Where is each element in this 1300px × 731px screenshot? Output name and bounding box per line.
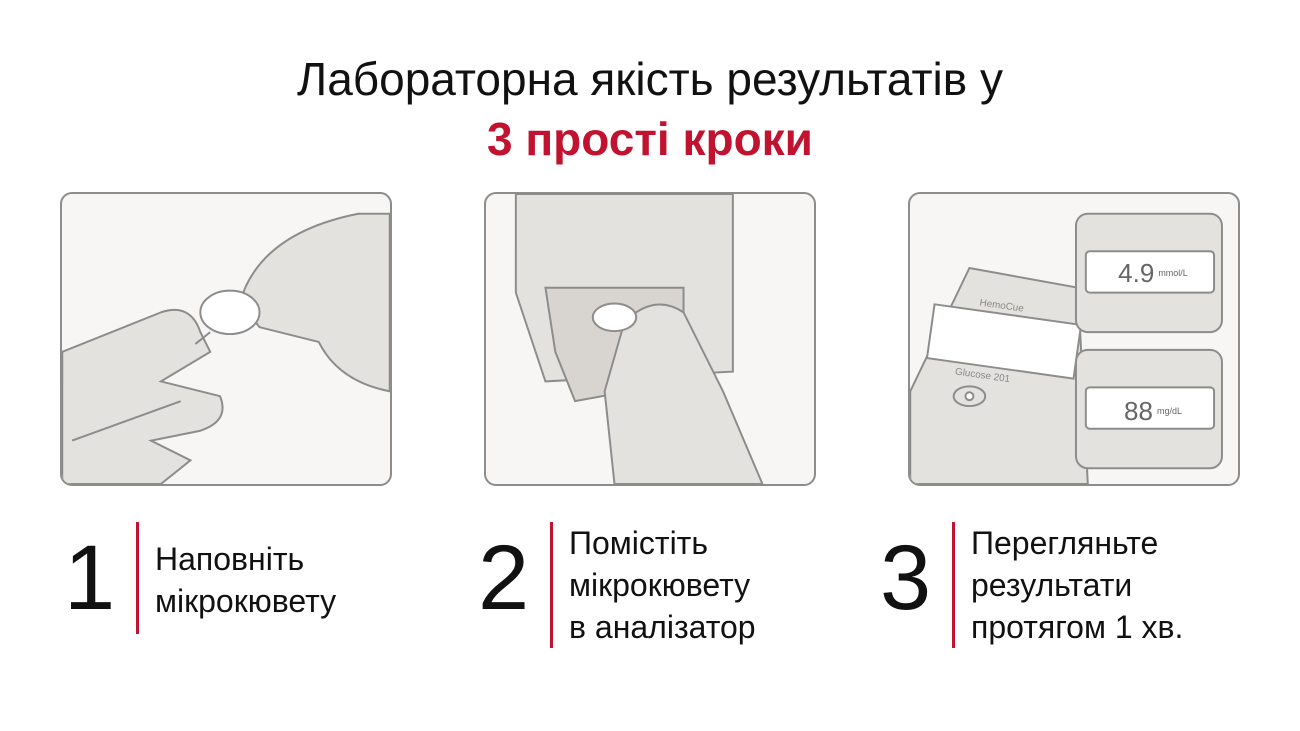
step-2: 2 Помістіть мікрокювету в аналізатор bbox=[478, 522, 756, 648]
divider bbox=[952, 522, 955, 648]
step-3: 3 Перегляньте результати протягом 1 хв. bbox=[880, 522, 1183, 648]
step-text: мікрокювету bbox=[155, 583, 337, 619]
step-1: 1 Наповніть мікрокювету bbox=[64, 522, 336, 634]
divider bbox=[136, 522, 139, 634]
illustration-insert-cuvette bbox=[484, 192, 816, 486]
reading-mg: 88 mg/dL bbox=[1088, 390, 1218, 432]
reading-mg-unit: mg/dL bbox=[1156, 406, 1182, 416]
reading-mmol-value: 4.9 bbox=[1118, 257, 1155, 288]
illustration-fill-cuvette bbox=[60, 192, 392, 486]
illustration-read-result: Glucose 201 HemoCue 4.9 mmol/L 88 mg/dL bbox=[908, 192, 1240, 486]
step-text: Помістіть bbox=[569, 525, 708, 561]
page-title: Лабораторна якість результатів у bbox=[297, 53, 1003, 105]
step-text: в аналізатор bbox=[569, 609, 756, 645]
step-text: мікрокювету bbox=[569, 567, 751, 603]
divider bbox=[550, 522, 553, 648]
step-number: 1 bbox=[64, 527, 116, 629]
reading-mmol: 4.9 mmol/L bbox=[1088, 252, 1218, 294]
step-text: Перегляньте bbox=[971, 525, 1159, 561]
reading-mg-value: 88 bbox=[1124, 395, 1153, 426]
step-number: 3 bbox=[880, 527, 932, 629]
reading-mmol-unit: mmol/L bbox=[1158, 268, 1188, 278]
step-number: 2 bbox=[478, 527, 530, 629]
page-subtitle: 3 прості кроки bbox=[487, 113, 813, 165]
step-text: протягом 1 хв. bbox=[971, 609, 1184, 645]
step-text: Наповніть bbox=[155, 541, 305, 577]
step-text: результати bbox=[971, 567, 1133, 603]
